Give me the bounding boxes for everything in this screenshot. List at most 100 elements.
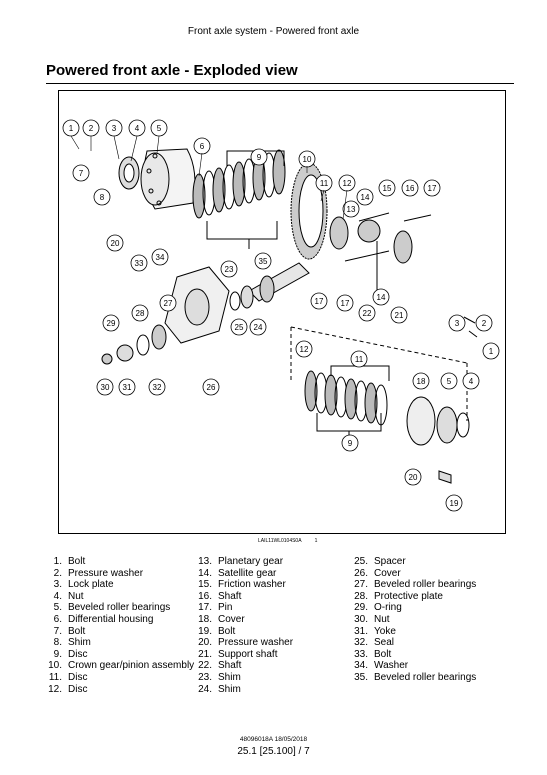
callout-17: 17 <box>423 179 441 197</box>
legend-item-number: 32. <box>354 637 368 649</box>
disc-stack-left-drawing <box>192 149 286 219</box>
legend-item-number: 8. <box>53 637 62 649</box>
legend-item: 2. Pressure washer <box>40 568 194 580</box>
legend-item-number: 17. <box>198 602 212 614</box>
callout-9: 9 <box>250 148 268 166</box>
legend-item: 7.Bolt <box>40 626 194 638</box>
legend-item-number: 28. <box>354 590 368 602</box>
legend-item-label: Bolt <box>68 625 86 637</box>
legend-item-number: 27. <box>354 579 368 591</box>
legend-item: 5.Beveled roller bearings <box>40 602 194 614</box>
callout-17: 17 <box>336 294 354 312</box>
legend-item-label: Disc <box>68 648 88 660</box>
legend-item-label: Crown gear/pinion assembly <box>68 660 195 672</box>
legend-item-label: Protective plate <box>374 590 443 602</box>
legend-item-number: 18. <box>198 613 212 625</box>
callout-12: 12 <box>295 340 313 358</box>
legend-item-number: 6. <box>53 613 62 625</box>
callout-label: 28 <box>136 309 145 318</box>
planetary-gear-drawing <box>329 216 349 250</box>
callout-10: 10 <box>298 150 316 168</box>
callout-1: 1 <box>482 342 500 360</box>
callout-label: 23 <box>225 265 234 274</box>
callout-13: 13 <box>342 200 360 218</box>
legend-item-number: 2. <box>53 567 62 579</box>
callout-29: 29 <box>102 314 120 332</box>
callout-label: 11 <box>320 179 329 188</box>
legend-item-label: Pressure washer <box>68 567 144 579</box>
callout-16: 16 <box>401 179 419 197</box>
seal-32-drawing <box>136 334 150 356</box>
callout-33: 33 <box>130 254 148 272</box>
callout-20: 20 <box>404 468 422 486</box>
nut-30-drawing <box>101 353 113 365</box>
callout-7: 7 <box>72 164 90 182</box>
legend-item-number: 9. <box>53 648 62 660</box>
callout-label: 34 <box>156 253 165 262</box>
callout-4: 4 <box>128 119 146 137</box>
legend-item-label: Pin <box>218 602 233 614</box>
callout-label: 2 <box>482 319 487 328</box>
legend-item: 15.Friction washer <box>190 579 293 591</box>
callout-5: 5 <box>150 119 168 137</box>
legend-item-number: 11. <box>48 671 62 683</box>
legend-item: 28. Protective plate <box>346 591 476 603</box>
callout-label: 35 <box>259 257 268 266</box>
callout-label: 1 <box>69 124 74 133</box>
callout-label: 1 <box>489 347 494 356</box>
figure-caption: LAIL11WL0104S0A 1 <box>258 538 317 544</box>
legend-item-number: 21. <box>198 648 212 660</box>
callout-label: 13 <box>347 205 356 214</box>
legend-item: 14.Satellite gear <box>190 568 293 580</box>
legend-item-label: Planetary gear <box>218 556 284 567</box>
legend-item-number: 1. <box>53 556 62 567</box>
callout-label: 20 <box>111 239 120 248</box>
legend-item-number: 23. <box>198 671 212 683</box>
legend-item-label: Cover <box>218 613 245 625</box>
legend-item: 29.O-ring <box>346 602 476 614</box>
figure-code: LAIL11WL0104S0A <box>258 538 302 544</box>
callout-35: 35 <box>254 252 272 270</box>
legend-item-number: 3. <box>53 579 62 591</box>
legend-item-label: Yoke <box>374 625 396 637</box>
legend-item: 31.Yoke <box>346 626 476 638</box>
legend-item: 12.Disc <box>40 684 194 696</box>
legend-item: 4. Nut <box>40 591 194 603</box>
legend-item-number: 13. <box>198 556 212 567</box>
legend-item: 33.Bolt <box>346 649 476 661</box>
callout-label: 22 <box>363 309 372 318</box>
legend-item: 21. Support shaft <box>190 649 293 661</box>
legend-item-number: 22. <box>198 660 212 672</box>
callout-18: 18 <box>412 372 430 390</box>
callout-11: 11 <box>315 174 333 192</box>
satellite-gear-drawing <box>357 219 381 243</box>
callout-27: 27 <box>159 294 177 312</box>
legend-item-number: 4. <box>53 590 62 602</box>
legend-item-label: Differential housing <box>68 613 154 625</box>
legend-item: 19.Bolt <box>190 626 293 638</box>
callout-22: 22 <box>358 304 376 322</box>
legend-item: 13. Planetary gear <box>190 556 293 568</box>
callout-1: 1 <box>62 119 80 137</box>
disc-stack-right-drawing <box>304 370 388 426</box>
callout-24: 24 <box>249 318 267 336</box>
legend-item-label: Shim <box>68 637 91 649</box>
callout-label: 25 <box>235 323 244 332</box>
legend-item-number: 30. <box>354 613 368 625</box>
legend-item-label: Friction washer <box>218 579 286 591</box>
callout-20: 20 <box>106 234 124 252</box>
legend-item-label: Support shaft <box>218 648 278 660</box>
legend-item: 3.Lock plate <box>40 579 194 591</box>
legend-item: 9. Disc <box>40 649 194 661</box>
callout-17: 17 <box>310 292 328 310</box>
callout-label: 9 <box>257 153 262 162</box>
legend-item-label: Satellite gear <box>218 567 277 579</box>
legend-item-label: O-ring <box>374 602 402 614</box>
callout-2: 2 <box>82 119 100 137</box>
legend-item-number: 19. <box>198 625 212 637</box>
callout-label: 17 <box>428 184 437 193</box>
callout-label: 20 <box>409 473 418 482</box>
legend-item-label: Nut <box>68 590 84 602</box>
callout-14: 14 <box>356 188 374 206</box>
